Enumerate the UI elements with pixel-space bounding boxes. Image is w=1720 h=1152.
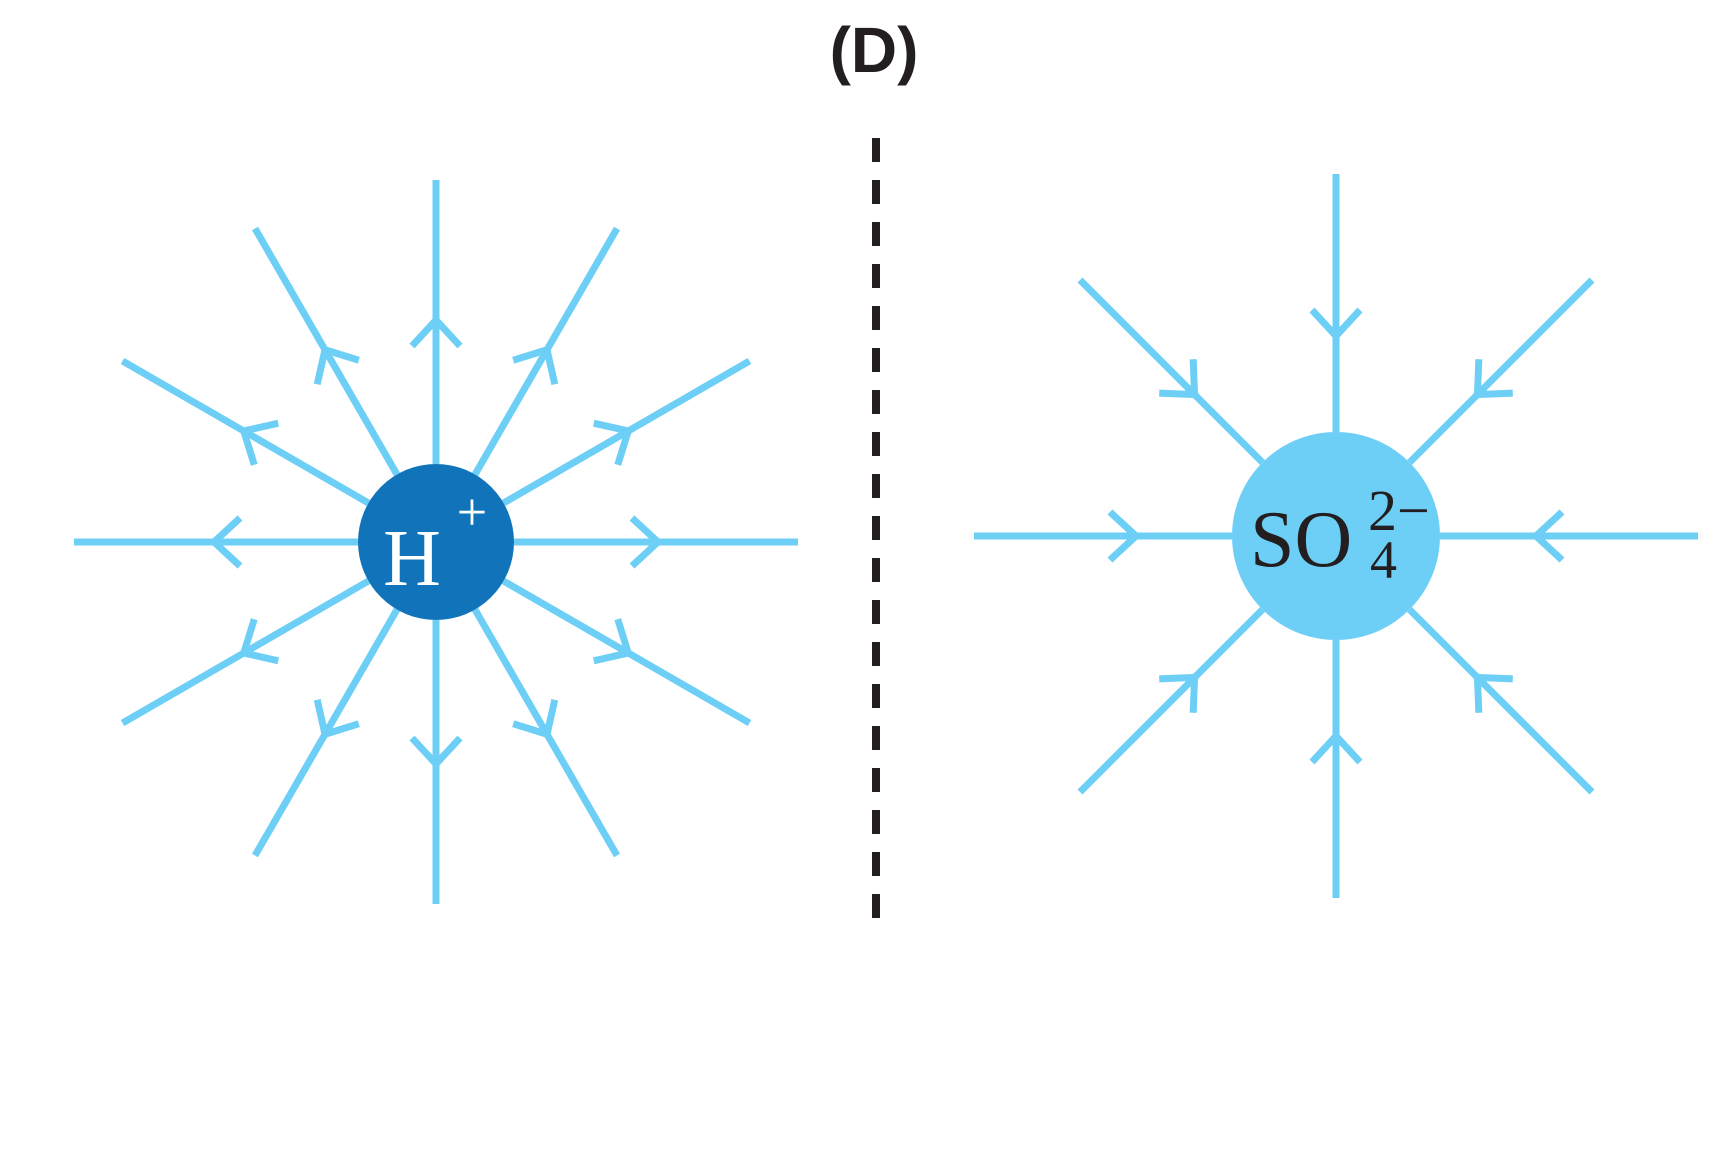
- cation-field-arrow: [313, 345, 360, 386]
- cation-field-arrow: [629, 515, 664, 569]
- anion-circle: [1232, 432, 1440, 640]
- cation-field-arrow: [409, 314, 463, 349]
- cation-field-arrow: [313, 698, 360, 739]
- anion-field-arrow: [1473, 359, 1513, 399]
- cation-field-arrow: [239, 618, 280, 665]
- anion-field-arrow: [1107, 509, 1142, 563]
- cation-field-arrow: [592, 618, 633, 665]
- anion-field-line: [1407, 277, 1595, 465]
- diagram-title: (D): [830, 14, 919, 86]
- cation-field-arrow: [512, 698, 559, 739]
- anion-field-arrow: [1159, 673, 1199, 713]
- anion-field-arrow: [1473, 673, 1513, 713]
- anion-field-line: [1077, 607, 1265, 795]
- anion-symbol: SO: [1250, 496, 1352, 584]
- anion-field-line: [1077, 277, 1265, 465]
- anion-field-lines: [974, 174, 1698, 898]
- anion-field-arrow: [1309, 307, 1363, 342]
- cation-charge: +: [457, 482, 487, 542]
- anion-field-arrow: [1530, 509, 1565, 563]
- anion-field-line: [1407, 607, 1595, 795]
- cation-field-arrow: [239, 419, 280, 466]
- anion-ion: SO 2− 4: [1232, 432, 1440, 640]
- cation-field-lines: [74, 180, 798, 904]
- cation-field-arrow: [592, 419, 633, 466]
- cation-ion: H +: [358, 464, 514, 620]
- cation-symbol: H: [383, 515, 441, 603]
- cation-field-arrow: [409, 735, 463, 770]
- anion-field-arrow: [1309, 730, 1363, 765]
- anion-subscript: 4: [1370, 530, 1397, 590]
- cation-circle: [358, 464, 514, 620]
- anion-field-arrow: [1159, 359, 1199, 399]
- anion-charge: 2−: [1368, 478, 1430, 543]
- cation-field-arrow: [512, 345, 559, 386]
- cation-field-arrow: [208, 515, 243, 569]
